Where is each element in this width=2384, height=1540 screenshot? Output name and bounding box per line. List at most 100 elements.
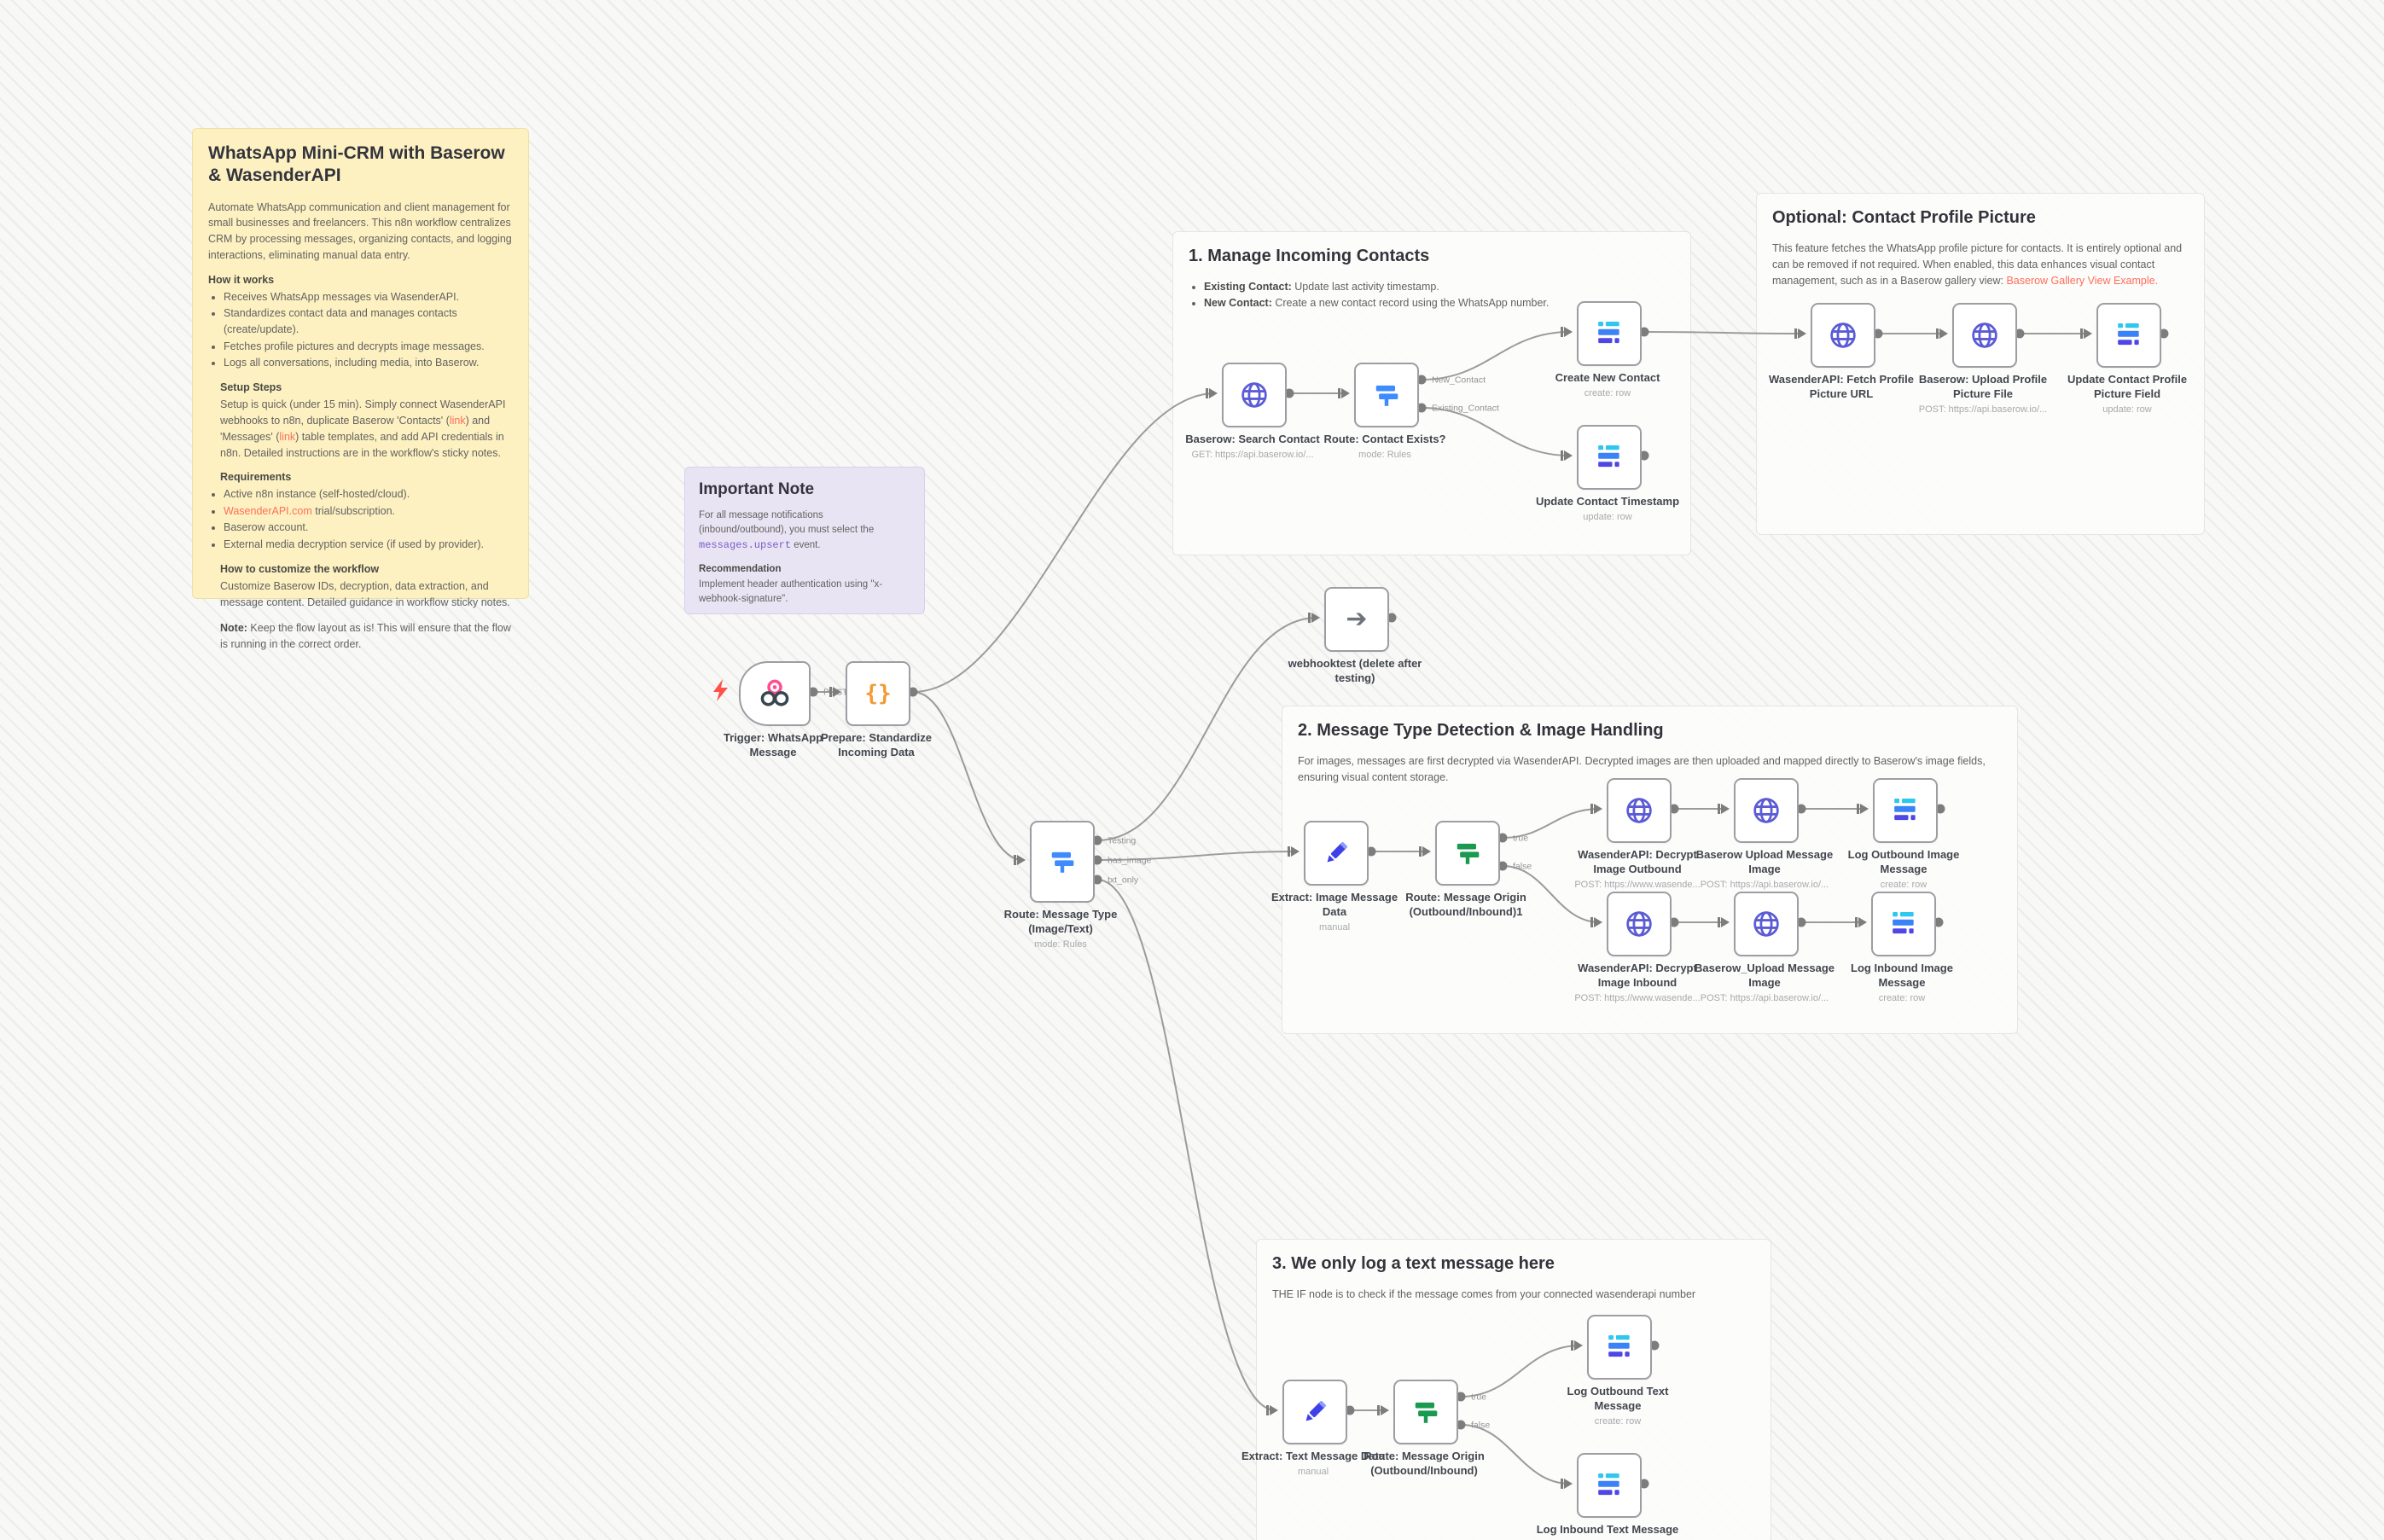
- trigger-bolt-icon: [713, 679, 729, 706]
- sticky-note-important[interactable]: Important Note For all message notificat…: [684, 467, 925, 614]
- list-item: New Contact: Create a new contact record…: [1204, 295, 1675, 311]
- workflow-node-webhooktest[interactable]: ➔: [1324, 587, 1389, 652]
- output-port-createContact-0[interactable]: [1639, 327, 1649, 337]
- switch-icon: [1375, 385, 1398, 406]
- input-port-logImgIn[interactable]: [1858, 917, 1867, 927]
- workflow-node-prepare[interactable]: {}: [846, 661, 910, 726]
- workflow-node-extractImg[interactable]: [1304, 821, 1369, 886]
- input-port-exists[interactable]: [1341, 388, 1350, 398]
- how-it-works-heading: How it works: [208, 273, 275, 286]
- input-port-createContact[interactable]: [1564, 327, 1573, 337]
- sticky-note-main[interactable]: WhatsApp Mini-CRM with Baserow & Wasende…: [192, 128, 529, 650]
- node-subtitle-uploadImgIn: POST: https://api.baserow.io/...: [1700, 992, 1829, 1003]
- if-icon: [1457, 843, 1480, 864]
- input-port-extractText[interactable]: [1270, 1405, 1278, 1415]
- workflow-node-logImgOut[interactable]: [1873, 778, 1938, 843]
- input-port-uploadPic[interactable]: [1939, 328, 1948, 339]
- input-port-logTextOut[interactable]: [1574, 1340, 1583, 1351]
- workflow-node-routeOrigin1[interactable]: [1435, 821, 1500, 886]
- input-port-updateField[interactable]: [2084, 328, 2092, 339]
- output-port-logTextIn-0[interactable]: [1639, 1479, 1649, 1489]
- workflow-node-uploadImgIn[interactable]: [1734, 892, 1799, 956]
- input-port-bar-updateField: [2080, 328, 2083, 339]
- output-port-routeOrigin-0[interactable]: [1456, 1392, 1466, 1402]
- input-port-uploadImgOut[interactable]: [1721, 804, 1730, 814]
- workflow-node-uploadPic[interactable]: [1952, 303, 2017, 368]
- output-port-search-0[interactable]: [1284, 388, 1294, 398]
- output-port-fetchPic-0[interactable]: [1873, 328, 1883, 339]
- input-port-extractImg[interactable]: [1291, 846, 1300, 857]
- sticky-section-2[interactable]: 2. Message Type Detection & Image Handli…: [1282, 706, 2018, 1034]
- output-port-routeOrigin1-0[interactable]: [1497, 833, 1508, 843]
- output-port-updateTs-0[interactable]: [1639, 450, 1649, 461]
- input-port-routeType[interactable]: [1017, 855, 1026, 865]
- workflow-node-createContact[interactable]: [1577, 301, 1642, 366]
- input-port-fetchPic[interactable]: [1798, 328, 1806, 339]
- output-port-routeOrigin1-1[interactable]: [1497, 861, 1508, 871]
- output-port-exists-0[interactable]: [1416, 375, 1427, 385]
- input-port-routeOrigin[interactable]: [1381, 1405, 1389, 1415]
- sticky-section-1[interactable]: 1. Manage Incoming Contacts Existing Con…: [1172, 231, 1691, 555]
- output-port-webhooktest-0[interactable]: [1387, 613, 1397, 623]
- workflow-node-uploadImgOut[interactable]: [1734, 778, 1799, 843]
- node-subtitle-search: GET: https://api.baserow.io/...: [1191, 449, 1314, 460]
- input-port-logTextIn[interactable]: [1564, 1479, 1573, 1489]
- edge-label-has_image: has_image: [1108, 856, 1152, 866]
- input-port-webhooktest[interactable]: [1311, 613, 1320, 623]
- output-port-updateField-0[interactable]: [2159, 328, 2169, 339]
- customize-text: Customize Baserow IDs, decryption, data …: [220, 579, 510, 608]
- wasenderapi-link[interactable]: WasenderAPI.com: [224, 504, 312, 517]
- output-port-uploadImgIn-0[interactable]: [1796, 917, 1806, 927]
- input-port-prepare[interactable]: [833, 687, 841, 697]
- output-port-decryptIn-0[interactable]: [1669, 917, 1679, 927]
- messages-template-link[interactable]: link: [279, 430, 296, 443]
- contacts-template-link[interactable]: link: [449, 415, 466, 427]
- workflow-node-routeOrigin[interactable]: [1393, 1380, 1458, 1444]
- workflow-node-updateField[interactable]: [2096, 303, 2161, 368]
- output-port-decryptOut-0[interactable]: [1669, 804, 1679, 814]
- workflow-node-trigger[interactable]: [739, 661, 811, 726]
- output-port-extractText-0[interactable]: [1345, 1405, 1355, 1415]
- messages-upsert-code: messages.upsert: [699, 539, 792, 552]
- output-port-extractImg-0[interactable]: [1366, 846, 1376, 857]
- input-port-search[interactable]: [1209, 388, 1218, 398]
- http-globe-icon: [1241, 382, 1267, 408]
- output-port-logImgOut-0[interactable]: [1935, 804, 1945, 814]
- workflow-node-decryptIn[interactable]: [1607, 892, 1672, 956]
- workflow-node-logTextIn[interactable]: [1577, 1453, 1642, 1518]
- output-port-routeOrigin-1[interactable]: [1456, 1420, 1466, 1430]
- input-port-uploadImgIn[interactable]: [1721, 917, 1730, 927]
- workflow-node-fetchPic[interactable]: [1811, 303, 1875, 368]
- input-port-routeOrigin1[interactable]: [1422, 846, 1431, 857]
- workflow-node-logTextOut[interactable]: [1587, 1315, 1652, 1380]
- workflow-node-search[interactable]: [1222, 363, 1287, 427]
- http-globe-icon: [1626, 798, 1652, 823]
- output-port-trigger-0[interactable]: [808, 687, 818, 697]
- input-port-decryptOut[interactable]: [1594, 804, 1602, 814]
- workflow-node-exists[interactable]: [1354, 363, 1419, 427]
- workflow-node-logImgIn[interactable]: [1871, 892, 1936, 956]
- workflow-node-routeType[interactable]: [1030, 821, 1095, 903]
- baserow-icon: [1598, 322, 1619, 344]
- node-subtitle-createContact: create: row: [1584, 387, 1631, 398]
- requirements-heading: Requirements: [220, 471, 292, 484]
- workflow-node-decryptOut[interactable]: [1607, 778, 1672, 843]
- output-port-prepare-0[interactable]: [908, 687, 918, 697]
- output-port-uploadImgOut-0[interactable]: [1796, 804, 1806, 814]
- output-port-logImgIn-0[interactable]: [1933, 917, 1944, 927]
- input-port-decryptIn[interactable]: [1594, 917, 1602, 927]
- output-port-routeType-2[interactable]: [1092, 875, 1102, 885]
- output-port-exists-1[interactable]: [1416, 403, 1427, 413]
- input-port-logImgOut[interactable]: [1860, 804, 1869, 814]
- output-port-routeType-1[interactable]: [1092, 855, 1102, 865]
- output-port-routeType-0[interactable]: [1092, 835, 1102, 846]
- output-port-logTextOut-0[interactable]: [1649, 1340, 1660, 1351]
- workflow-node-updateTs[interactable]: [1577, 425, 1642, 490]
- input-port-updateTs[interactable]: [1564, 450, 1573, 461]
- output-port-uploadPic-0[interactable]: [2015, 328, 2025, 339]
- baserow-gallery-link[interactable]: Baserow Gallery View Example.: [2006, 274, 2159, 287]
- list-item: Standardizes contact data and manages co…: [224, 305, 513, 339]
- workflow-node-extractText[interactable]: [1282, 1380, 1347, 1444]
